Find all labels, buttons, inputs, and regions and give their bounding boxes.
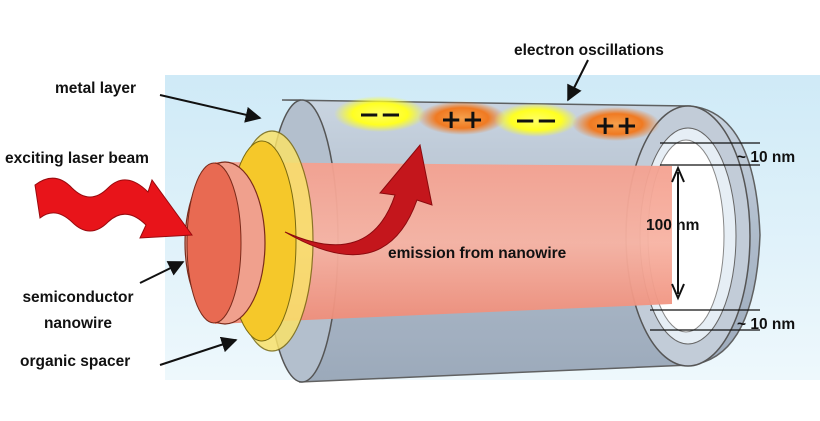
diameter-arrow-head-top — [671, 165, 685, 183]
charge-sign-3: −− — [514, 106, 558, 136]
label-organic-spacer: organic spacer — [20, 353, 130, 370]
label-metal-layer: metal layer — [55, 80, 136, 97]
charge-sign-1: −− — [358, 100, 402, 130]
label-semiconductor-line1: semiconductor — [22, 289, 133, 306]
pointer-electron-oscillations — [567, 59, 589, 102]
label-thickness-bottom: ~ 10 nm — [737, 316, 795, 333]
charge-glow-positive-2 — [572, 107, 660, 141]
diameter-arrow-head-bottom — [671, 283, 685, 301]
label-emission: emission from nanowire — [388, 245, 567, 262]
charge-glow-negative-1 — [334, 96, 426, 132]
charge-glow-positive-1 — [418, 101, 506, 135]
charge-sign-2: ++ — [440, 105, 484, 135]
laser-beam-arrow — [34, 177, 193, 239]
pointer-semiconductor — [139, 261, 185, 284]
emission-arrow — [284, 143, 433, 256]
label-semiconductor-line2: nanowire — [44, 315, 112, 332]
nanowire-front-face-inner — [186, 162, 242, 324]
charge-glow-negative-2 — [494, 103, 578, 137]
charge-sign-4: ++ — [594, 111, 638, 141]
label-thickness-top: ~ 10 nm — [737, 149, 795, 166]
label-diameter: 100 nm — [646, 217, 699, 234]
pointer-organic-spacer — [159, 336, 238, 366]
label-electron-oscillations: electron oscillations — [514, 42, 664, 59]
label-exciting-laser-beam: exciting laser beam — [5, 150, 149, 167]
pointer-metal-layer — [159, 94, 262, 123]
nanowire-body — [215, 162, 672, 324]
